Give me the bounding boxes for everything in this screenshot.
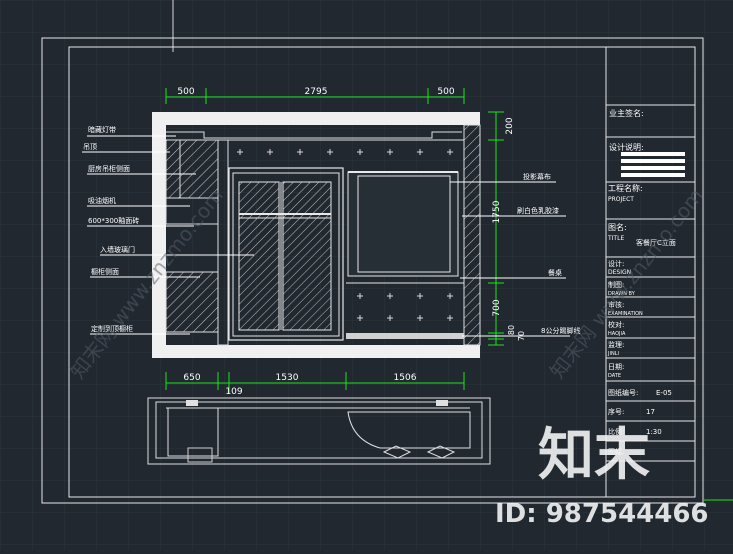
annotation-left-6: 橱柜侧面 <box>91 267 119 276</box>
ceiling-slab <box>152 112 480 125</box>
lower-cabinet <box>165 271 219 333</box>
dimensions-bottom: 650 109 1530 1506 <box>165 372 465 397</box>
annotation-right-0: 投影幕布 <box>523 172 551 181</box>
exam-label: 审核: <box>608 300 624 309</box>
dim-bottom-3: 1506 <box>394 373 417 383</box>
scale-value: 1:30 <box>646 428 662 436</box>
date-label-en: DATE <box>608 373 621 379</box>
annotation-left-7: 定制到顶橱柜 <box>91 324 133 333</box>
dim-right-1: 1750 <box>492 200 502 223</box>
design-label-en: DESIGN <box>608 269 631 276</box>
dim-right-3: 80 <box>507 325 516 335</box>
exam-label-en: EXAMINATION <box>608 311 643 317</box>
elevation-drawing <box>152 112 481 358</box>
annotation-right-3: 8公分踢脚线 <box>541 326 580 335</box>
redacted-bar <box>621 166 685 170</box>
dim-bottom-0: 650 <box>183 373 200 383</box>
sheet-label: 图幅: <box>608 447 624 456</box>
upper-cabinet <box>165 139 219 199</box>
redacted-bar <box>621 173 685 177</box>
design-label: 设计: <box>608 259 624 268</box>
date-label: 日期: <box>608 363 624 371</box>
annotation-right-1: 刷白色乳胶漆 <box>517 206 559 215</box>
annotation-left-3: 吸油烟机 <box>88 196 116 205</box>
project-label-en: PROJECT <box>608 196 634 203</box>
annotation-left-2: 厨房吊柜侧面 <box>88 164 130 173</box>
right-annotations: 投影幕布 刷白色乳胶漆 餐桌 8公分踢脚线 <box>450 172 580 337</box>
plan-sink <box>187 447 213 463</box>
title-label: 图名: <box>608 222 627 232</box>
cabinet-side-panel <box>217 139 229 346</box>
annotation-left-5: 入墙玻璃门 <box>100 245 135 254</box>
plan-outline <box>147 397 491 465</box>
title-label-en: TITLE <box>607 235 624 242</box>
dim-top-2: 500 <box>437 87 454 97</box>
tile-pattern <box>237 149 453 321</box>
dim-bottom-2: 1530 <box>276 373 299 383</box>
dim-right-0: 200 <box>505 117 515 134</box>
dim-top-1: 2795 <box>305 87 328 97</box>
plan-table <box>347 411 471 449</box>
dimensions-top: 500 2795 500 <box>165 87 465 104</box>
drawing-title: 客餐厅C立面 <box>636 238 676 247</box>
drawn-label-en: DRAWN BY <box>608 291 636 297</box>
seq-value: 17 <box>646 408 655 416</box>
dim-bottom-1: 109 <box>225 387 242 397</box>
design-notes-label: 设计说明: <box>609 142 644 152</box>
glass-door-frame <box>228 167 344 341</box>
door-leaf-left <box>238 181 280 331</box>
dim-right-2: 700 <box>492 299 502 316</box>
project-label: 工程名称: <box>608 183 643 193</box>
watermark-id: ID: 987544466 <box>495 499 709 529</box>
dimensions-right: 200 1750 700 80 70 <box>488 111 526 346</box>
projection-screen <box>347 171 459 277</box>
annotation-left-4: 600*300釉面砖 <box>88 216 139 225</box>
annotation-left-1: 吊顶 <box>83 143 97 151</box>
annotation-right-2: 餐桌 <box>548 268 562 277</box>
plan-view <box>147 397 491 465</box>
right-wall-hatch <box>463 124 481 346</box>
watermark-logo: 知末 <box>538 423 650 488</box>
seq-label: 序号: <box>608 407 624 416</box>
check-label: 校对: <box>608 320 624 329</box>
supervise-label: 监理: <box>608 340 624 349</box>
left-wall <box>152 125 166 345</box>
left-annotations: 暗藏灯带 吊顶 厨房吊柜侧面 吸油烟机 600*300釉面砖 入墙玻璃门 橱柜侧… <box>82 125 254 335</box>
drawing-no-value: E-05 <box>656 389 672 397</box>
check-label-en: HAOJIA <box>608 331 626 337</box>
annotation-left-0: 暗藏灯带 <box>88 125 116 134</box>
title-block: 业主签名: 设计说明: 工程名称: PROJECT 图名: TITLE 客餐厅C… <box>605 47 695 497</box>
ceiling-soffit <box>166 131 462 139</box>
dim-top-0: 500 <box>177 87 194 97</box>
redacted-bar <box>621 152 685 156</box>
supervise-label-en: JINLI <box>607 351 619 357</box>
outer-frame <box>41 37 704 504</box>
floor-slab <box>152 345 480 358</box>
inner-frame <box>68 46 696 498</box>
skirting-board <box>346 333 464 339</box>
door-leaf-right <box>282 181 332 331</box>
scale-label: 比例: <box>608 427 624 436</box>
drawing-no-label: 图纸编号: <box>608 388 638 397</box>
drawn-label: 制图: <box>608 280 624 289</box>
redacted-bar <box>621 159 685 163</box>
owner-label: 业主签名: <box>609 108 644 118</box>
